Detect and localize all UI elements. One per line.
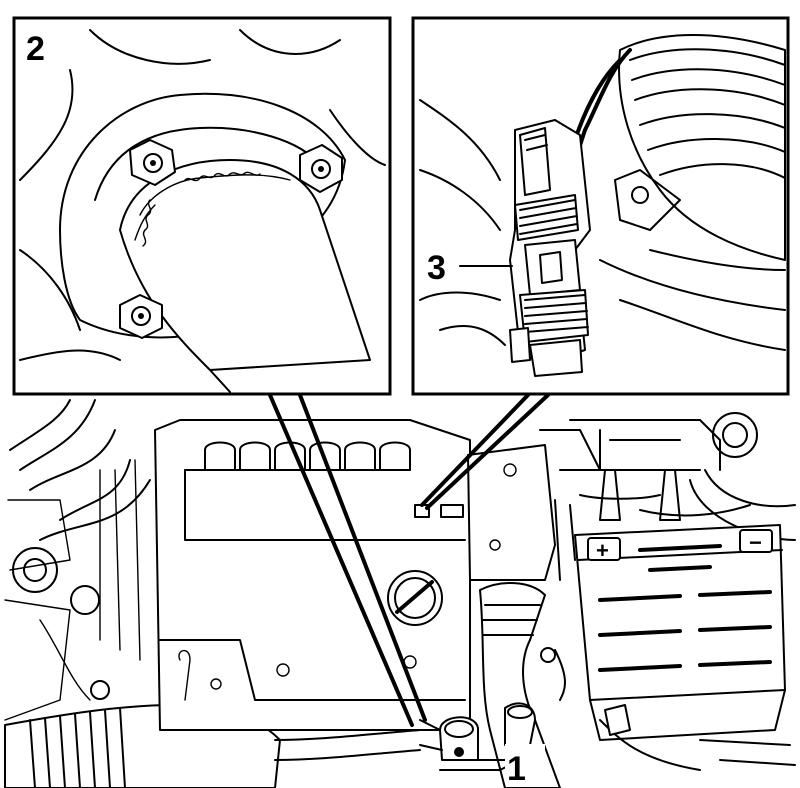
flange-nut-bottom [119,294,163,339]
intake-hose [479,582,561,788]
callout-1: 1 [459,744,545,788]
callout-label-2: 2 [26,30,45,68]
flange-nut-top-left [129,139,176,186]
battery-minus-symbol: − [749,530,762,555]
left-wiring-harness [4,399,151,721]
inset-3-wiring-connector: 3 [411,16,790,396]
connector-marker [414,504,464,518]
battery: + − [574,524,786,741]
engine-bay-view: + − [4,399,796,788]
right-upper-components [539,412,796,581]
engine-valve-cover [154,419,471,731]
lower-right-cable [540,647,796,771]
battery-plus-symbol: + [596,538,609,563]
callout-label-1: 1 [507,750,526,788]
ignition-module-bracket [467,444,556,581]
flange-nut-top-right [299,144,343,193]
wiring-connector [509,119,591,377]
callout-leader-lines [268,393,550,727]
callout-label-3: 3 [427,249,446,287]
inset-2-exhaust-flange: 2 [12,16,392,396]
